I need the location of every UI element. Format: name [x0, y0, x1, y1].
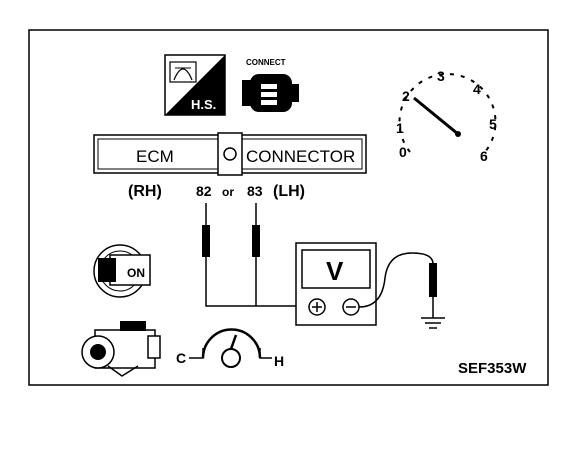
ecm-label: ECM: [136, 147, 174, 166]
temp-hot-label: H: [274, 353, 284, 369]
lh-label: (LH): [273, 183, 305, 200]
tach-tick-5: 5: [489, 116, 497, 132]
tach-tick-2: 2: [402, 88, 410, 104]
rh-label: (RH): [128, 183, 162, 200]
switch-on-label: ON: [127, 266, 145, 280]
tach-tick-0: 0: [399, 144, 407, 160]
ignition-key-icon: ON: [93, 244, 151, 298]
figure-frame: [28, 29, 549, 386]
terminal-labels: (RH) 82 or 83 (LH): [128, 183, 305, 200]
voltmeter-icon: V: [295, 242, 377, 326]
temperature-gauge-icon: C H: [176, 328, 284, 369]
connector-label: CONNECTOR: [246, 147, 355, 166]
terminal-82: 82: [196, 183, 212, 199]
tach-tick-1: 1: [396, 120, 404, 136]
voltmeter-label: V: [326, 256, 344, 286]
ground-icon: [421, 317, 445, 329]
tach-tick-6: 6: [480, 148, 488, 164]
engine-icon: [81, 321, 161, 377]
connect-icon: CONNECT: [242, 58, 299, 112]
figure-ref-code: SEF353W: [458, 360, 527, 377]
or-label: or: [222, 185, 234, 199]
terminal-83: 83: [247, 183, 263, 199]
hs-service-icon: H.S.: [164, 54, 226, 116]
temp-cold-label: C: [176, 350, 186, 366]
ecm-connector: ECM CONNECTOR: [93, 132, 367, 176]
tach-tick-4: 4: [473, 81, 481, 97]
connect-label: CONNECT: [246, 58, 286, 67]
probe-wires: [202, 203, 310, 307]
ground-lead: [358, 252, 437, 318]
tach-tick-3: 3: [437, 68, 445, 84]
hs-label: H.S.: [191, 97, 216, 112]
tachometer-icon: 0 1 2 3 4 5 6: [396, 68, 497, 164]
